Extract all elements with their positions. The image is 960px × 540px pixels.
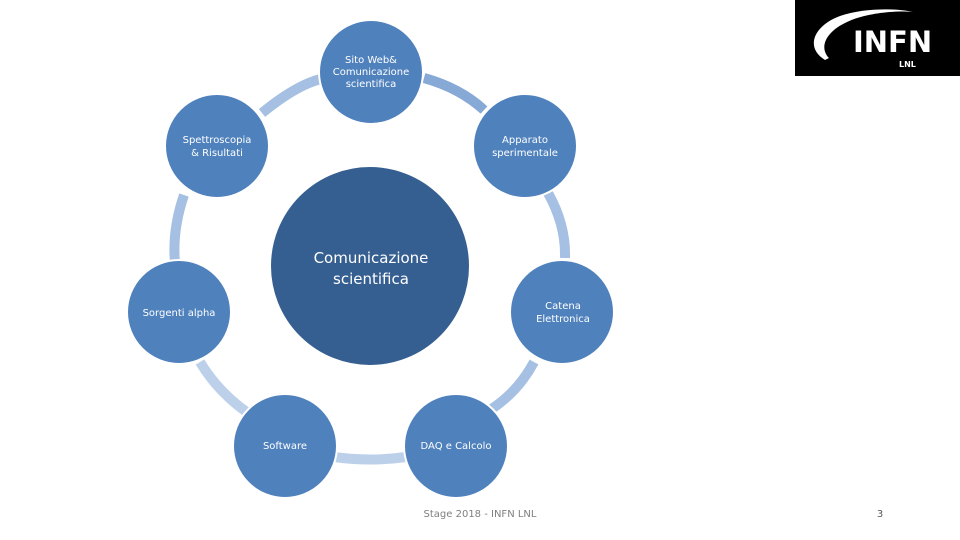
ring-arc-2 (422, 73, 488, 114)
logo-text: INFN (853, 25, 932, 59)
ring-arc-4 (487, 359, 539, 415)
center-circle (269, 165, 471, 367)
infn-logo-graphic: INFN LNL (813, 9, 932, 69)
node-sito-web: Sito Web& Comunicazione scientifica (318, 19, 424, 125)
ring-arc-3 (543, 190, 571, 259)
node-circle (472, 93, 578, 199)
node-label-line-1: Spettroscopia (183, 135, 252, 146)
ring-arc-7 (169, 193, 189, 264)
logo-swoosh (813, 9, 913, 61)
center-node: Comunicazione scientifica (269, 165, 471, 367)
node-circle (509, 259, 615, 365)
node-label-line-1: Sito Web& (345, 55, 397, 66)
ring-arc-1 (258, 73, 327, 117)
node-spettroscopia: Spettroscopia & Risultati (164, 93, 270, 199)
node-label-line-1: Sorgenti alpha (143, 308, 216, 319)
center-label-line-1: Comunicazione (314, 249, 429, 267)
node-circle (318, 19, 424, 125)
logo-subtext: LNL (899, 60, 916, 69)
center-label-line-2: scientifica (333, 270, 409, 288)
node-label-line-1: Catena (545, 301, 581, 312)
node-label-line-2: sperimentale (492, 148, 558, 159)
node-circle (403, 393, 509, 499)
node-circle (164, 93, 270, 199)
node-apparato-sperimentale: Apparato sperimentale (472, 93, 578, 199)
node-label-line-3: scientifica (346, 79, 397, 90)
node-label-line-2: Elettronica (536, 314, 590, 325)
node-sorgenti-alpha: Sorgenti alpha (126, 259, 232, 365)
node-circle (232, 393, 338, 499)
node-catena-elettronica: Catena Elettronica (509, 259, 615, 365)
node-label-line-1: Apparato (502, 135, 548, 146)
infn-logo: INFN LNL (795, 0, 960, 76)
footer-text: Stage 2018 - INFN LNL (423, 509, 537, 520)
ring-arc-6 (195, 359, 251, 418)
node-label-line-2: & Risultati (191, 148, 243, 159)
node-software: Software (232, 393, 338, 499)
page-number: 3 (876, 509, 884, 520)
node-daq-calcolo: DAQ e Calcolo (403, 393, 509, 499)
node-label-line-1: Software (263, 441, 307, 452)
ring-arc-5 (333, 452, 407, 465)
node-label-line-2: Comunicazione (333, 67, 410, 78)
node-circle (126, 259, 232, 365)
node-label-line-1: DAQ e Calcolo (421, 441, 492, 452)
